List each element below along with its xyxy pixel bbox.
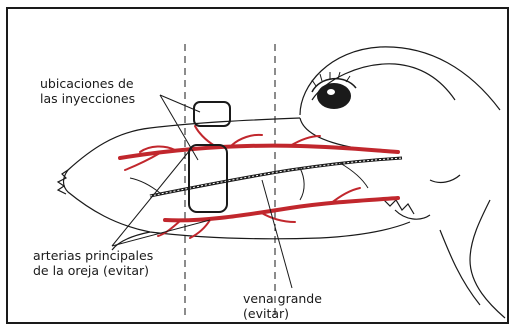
- large-vein-label-line1: vena grande: [243, 291, 322, 306]
- main-arteries-label-line2: de la oreja (evitar): [33, 263, 153, 278]
- rabbit-eye-icon: [312, 72, 356, 109]
- injection-sites-label-line2: las inyecciones: [40, 91, 135, 106]
- large-vein-label: vena grande (evitar): [243, 291, 322, 321]
- injection-sites-label-line1: ubicaciones de: [40, 76, 135, 91]
- main-arteries-label: arterias principales de la oreja (evitar…: [33, 248, 153, 278]
- main-arteries-label-line1: arterias principales: [33, 248, 153, 263]
- large-vein-label-line2: (evitar): [243, 306, 322, 321]
- injection-sites-label: ubicaciones de las inyecciones: [40, 76, 135, 106]
- ear-arteries: [120, 126, 398, 238]
- ear-outline: [58, 118, 410, 250]
